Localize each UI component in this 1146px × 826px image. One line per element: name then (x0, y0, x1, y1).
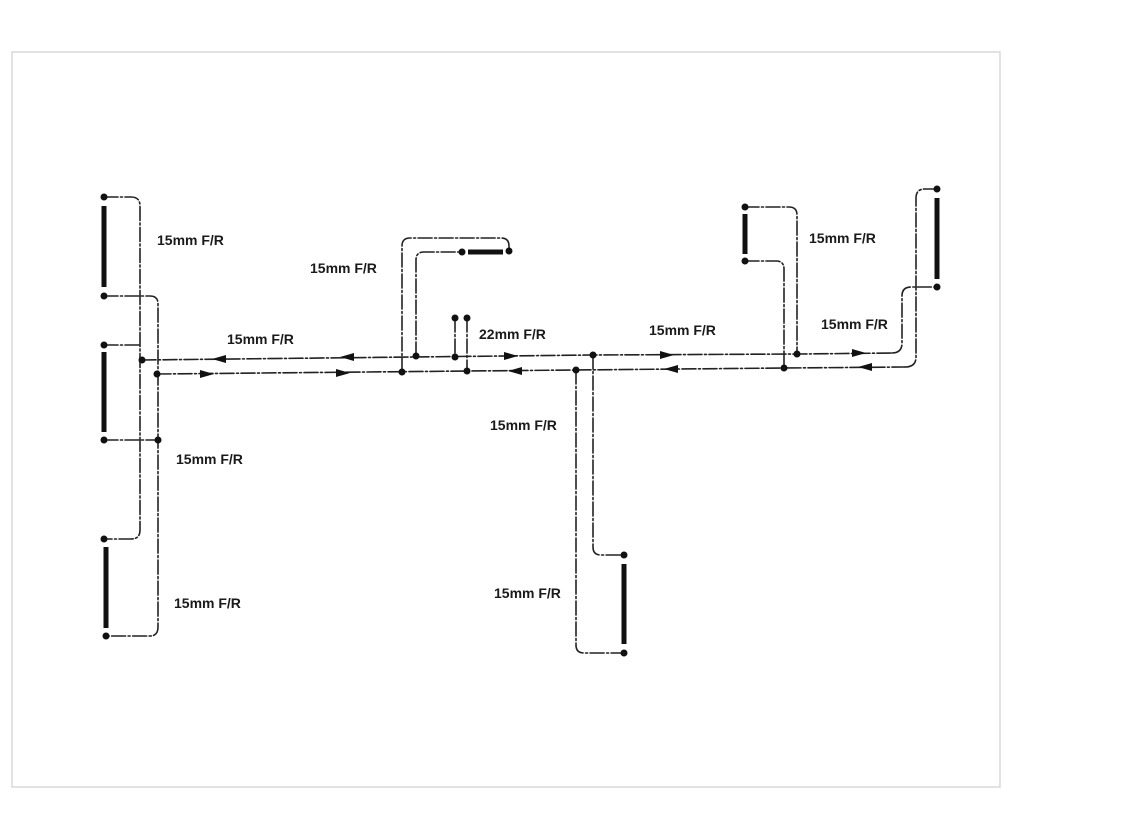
arrow-right (852, 349, 866, 357)
down-branch-pipes (575, 354, 625, 654)
label-left-riser-low: 15mm F/R (174, 595, 241, 611)
label-down-branch-lower: 15mm F/R (494, 585, 561, 601)
node (741, 203, 749, 211)
label-center-22mm: 22mm F/R (479, 326, 546, 342)
top-branch-return (415, 251, 463, 357)
main-return-pipe (156, 366, 906, 375)
arrow-right (200, 370, 214, 378)
node (154, 436, 162, 444)
flow-arrows (200, 349, 872, 378)
node (398, 368, 406, 376)
node (572, 366, 580, 374)
node (933, 185, 941, 193)
arrow-left (340, 353, 354, 361)
node (463, 367, 471, 375)
node (451, 314, 459, 322)
page-frame (11, 51, 1001, 788)
arrow-right (660, 351, 674, 359)
node (589, 351, 597, 359)
node (620, 649, 628, 657)
node (153, 370, 161, 378)
node (100, 292, 108, 300)
top-branch-flow (401, 237, 510, 373)
label-down-branch-upper: 15mm F/R (490, 417, 557, 433)
label-main-right: 15mm F/R (649, 322, 716, 338)
node (780, 364, 788, 372)
arrow-right (336, 369, 350, 377)
left-return-riser (103, 295, 159, 637)
left-riser-pipes (103, 196, 159, 637)
label-right-upper: 15mm F/R (809, 230, 876, 246)
top-branch-pipes (401, 237, 510, 373)
right-far-branch-pipes (891, 188, 938, 368)
node (620, 551, 628, 559)
node (102, 632, 110, 640)
node (463, 314, 471, 322)
main-pipes (141, 352, 906, 375)
right-upper-return (744, 260, 785, 369)
node (451, 353, 459, 361)
node (412, 352, 420, 360)
node (458, 248, 466, 256)
label-main-left: 15mm F/R (227, 331, 294, 347)
node (741, 257, 749, 265)
right-upper-branch-pipes (744, 206, 798, 369)
node (100, 193, 108, 201)
node (793, 350, 801, 358)
node (100, 535, 108, 543)
node (138, 356, 146, 364)
node (100, 436, 108, 444)
arrow-left (858, 363, 872, 371)
center-stub-pipes (454, 317, 468, 372)
junction-nodes (100, 185, 941, 657)
down-branch-flow (592, 354, 625, 556)
arrow-left (212, 355, 226, 363)
node (505, 247, 513, 255)
left-flow-riser (103, 196, 141, 540)
right-far-return (904, 188, 938, 368)
down-branch-return (575, 369, 625, 654)
label-right-far: 15mm F/R (821, 316, 888, 332)
right-upper-flow (744, 206, 798, 355)
arrow-right (504, 352, 518, 360)
label-top-branch: 15mm F/R (310, 260, 377, 276)
pipe-labels: 15mm F/R 15mm F/R 15mm F/R 15mm F/R 15mm… (157, 230, 888, 611)
label-left-riser-mid: 15mm F/R (176, 451, 243, 467)
main-flow-pipe (141, 352, 893, 361)
right-far-flow (891, 286, 938, 354)
arrow-left (664, 365, 678, 373)
node (933, 283, 941, 291)
node (100, 341, 108, 349)
radiators (101, 198, 940, 644)
label-top-left-riser: 15mm F/R (157, 232, 224, 248)
arrow-left (508, 367, 522, 375)
